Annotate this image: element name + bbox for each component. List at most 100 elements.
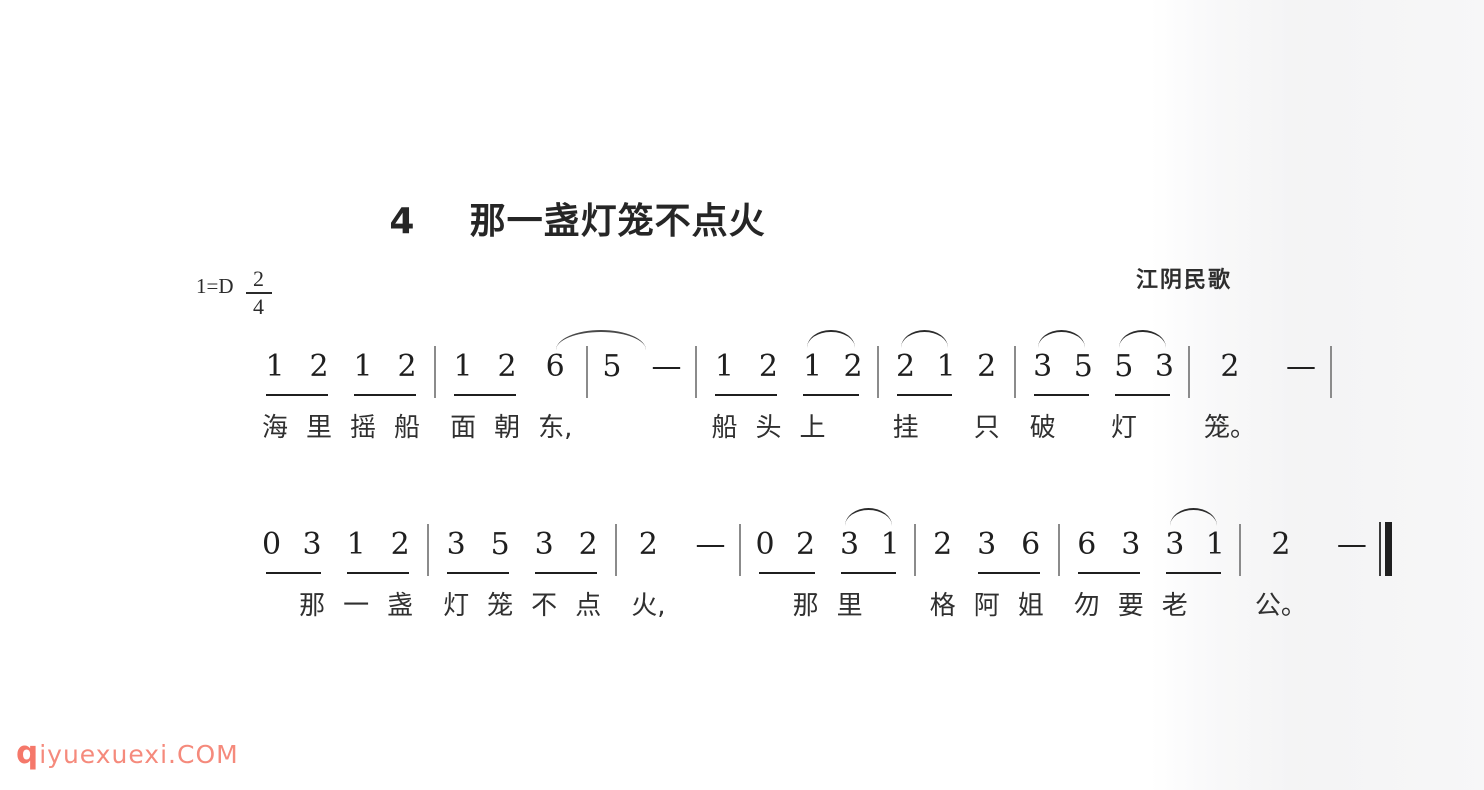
note-group: 5 — xyxy=(602,344,681,448)
note-number: 5 xyxy=(1114,349,1134,384)
lyric-syllable: 船 xyxy=(711,413,738,443)
lyric-syllable: 格 xyxy=(929,591,956,621)
barline xyxy=(1187,346,1190,398)
time-signature: 2 4 xyxy=(245,266,272,320)
lyric-syllable: 里 xyxy=(306,413,333,443)
note-number: 2 xyxy=(933,527,953,562)
barline xyxy=(1329,346,1332,398)
note: — xyxy=(1286,344,1316,448)
note: 3 xyxy=(1155,344,1174,448)
time-signature-numerator: 2 xyxy=(253,266,265,291)
barline xyxy=(695,346,698,398)
note-number: 3 xyxy=(302,527,322,562)
site-watermark: qiyuexuexi.COM xyxy=(16,735,239,771)
lyric-syllable: 公。 xyxy=(1254,591,1307,621)
note-number: 1 xyxy=(346,527,366,562)
note-number: — xyxy=(1285,349,1316,384)
lyric-syllable: 灯 xyxy=(443,591,470,621)
lyric-syllable: 灯 xyxy=(1110,413,1137,443)
note-number: 1 xyxy=(880,527,900,562)
note-number: 2 xyxy=(1271,527,1291,562)
note: — xyxy=(1337,522,1367,626)
note-number: 2 xyxy=(843,349,863,384)
lyric-syllable: 面 xyxy=(450,413,477,443)
lyric-syllable: 破 xyxy=(1029,413,1056,443)
note-number: 1 xyxy=(453,349,473,384)
barline xyxy=(427,524,430,576)
note-number: 6 xyxy=(1021,527,1041,562)
barline xyxy=(739,524,742,576)
barline xyxy=(434,346,437,398)
measure: 5 — xyxy=(602,344,681,448)
barline xyxy=(586,346,589,398)
lyric-syllable: 海 xyxy=(262,413,289,443)
barline xyxy=(913,524,916,576)
lyric-syllable: 笼。 xyxy=(1203,413,1256,443)
thin-barline xyxy=(1378,522,1381,576)
note: — xyxy=(695,522,725,626)
note-number: 3 xyxy=(1165,527,1185,562)
note-number: 1 xyxy=(936,349,956,384)
lyric-syllable: 不 xyxy=(531,591,558,621)
note-number: 2 xyxy=(309,349,329,384)
page-title: 4 那一盏灯笼不点火 xyxy=(389,201,766,242)
measure: 2 公。 — xyxy=(1255,522,1367,626)
time-signature-denominator: 4 xyxy=(253,294,265,320)
lyric-syllable: 只 xyxy=(973,413,1000,443)
note: 0 xyxy=(755,522,774,626)
note-number: 0 xyxy=(262,527,282,562)
note: 5 xyxy=(1074,344,1093,448)
barline xyxy=(615,524,618,576)
note: 2 公。 xyxy=(1255,522,1307,626)
lyric-syllable: 船 xyxy=(394,413,421,443)
measure: 2 笼。 — xyxy=(1204,344,1316,448)
time-signature-divider xyxy=(245,292,272,295)
note: 1 xyxy=(1206,522,1225,626)
lyric-syllable: 姐 xyxy=(1017,591,1044,621)
note-number: 2 xyxy=(896,349,916,384)
lyric-syllable: 要 xyxy=(1117,591,1144,621)
lyric-syllable: 阿 xyxy=(973,591,1000,621)
watermark-lead-letter: q xyxy=(16,735,40,771)
note-number: 3 xyxy=(534,527,554,562)
lyric-syllable: 上 xyxy=(799,413,826,443)
note-number: 2 xyxy=(1220,349,1240,384)
note: 2 xyxy=(844,344,863,448)
note-group: 2 笼。 — xyxy=(1204,344,1316,448)
note: 2 笼。 xyxy=(1204,344,1256,448)
note: 1 xyxy=(937,344,956,448)
lyric-syllable: 那 xyxy=(299,591,326,621)
